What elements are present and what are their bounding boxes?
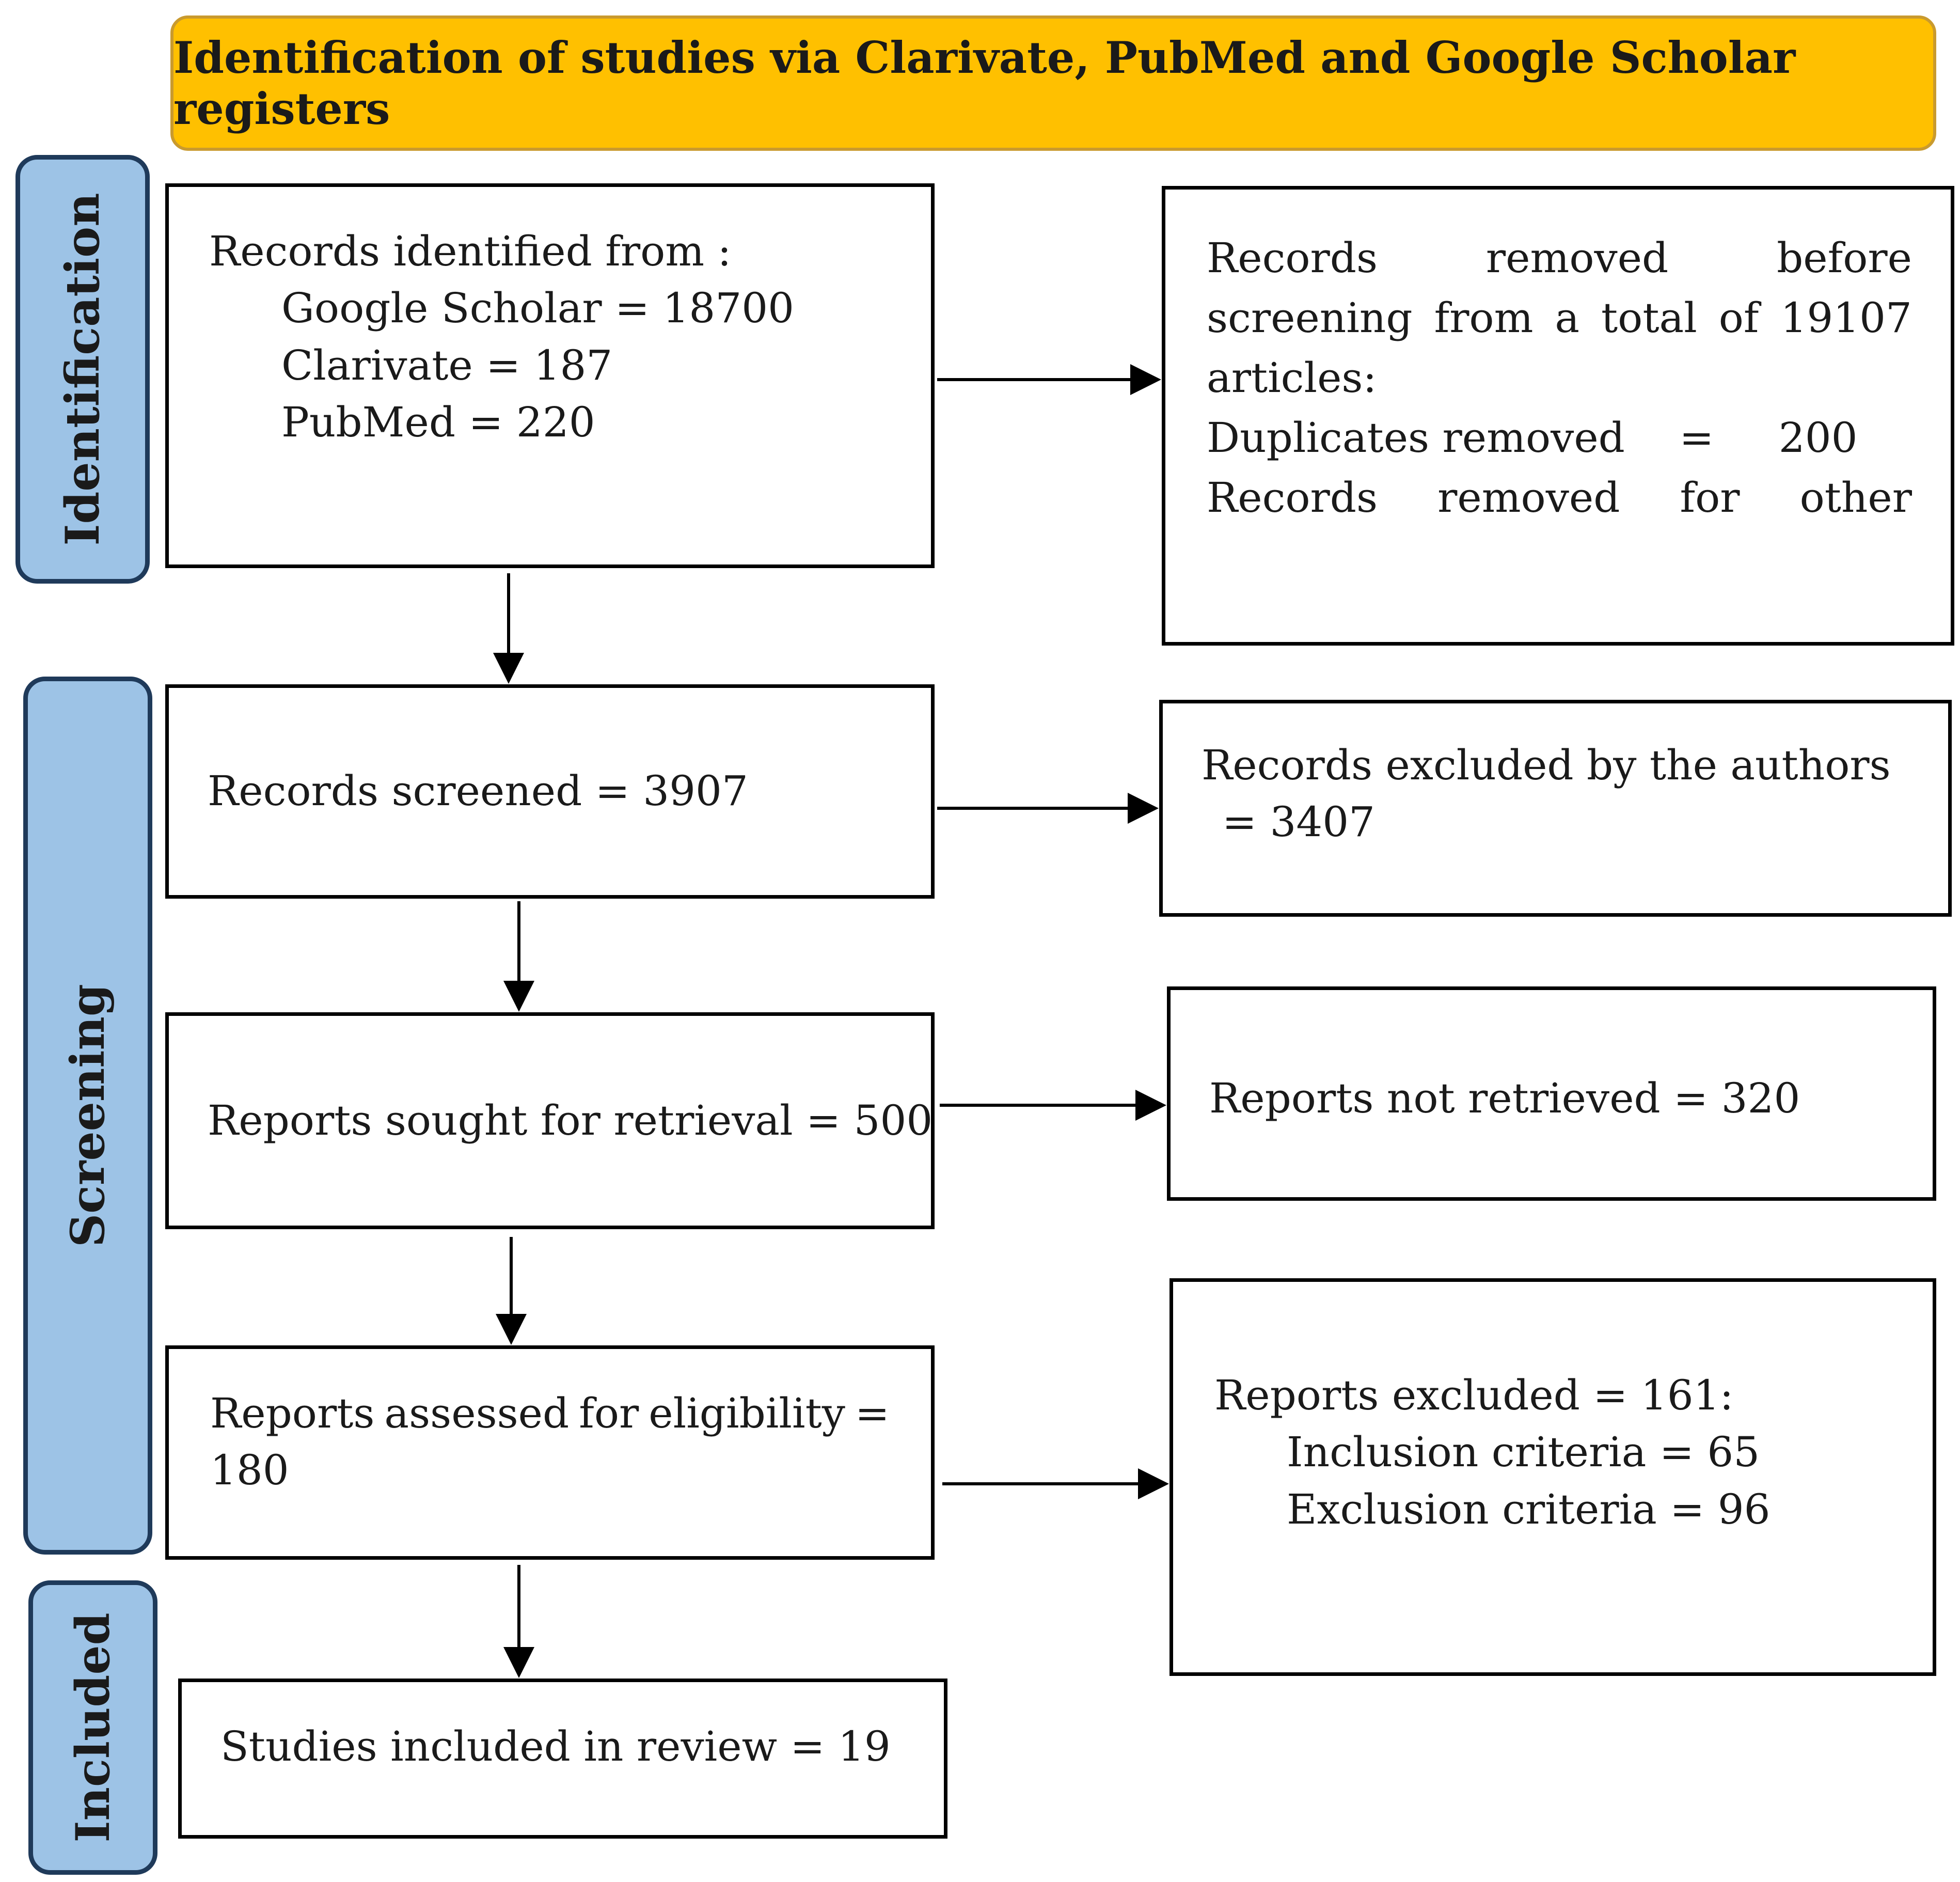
removed-word: removed bbox=[1485, 234, 1669, 282]
box-records-removed: Records removed before screening from a … bbox=[1162, 186, 1954, 646]
box-records-identified: Records identified from : Google Scholar… bbox=[165, 183, 935, 568]
assessed-line-2: 180 bbox=[210, 1446, 289, 1495]
assessed-word: for bbox=[579, 1389, 639, 1437]
phase-identification: Identification bbox=[15, 155, 150, 584]
removed-line-3: articles: bbox=[1207, 354, 1377, 402]
box-records-excluded-authors: Records excluded by the authors = 3407 bbox=[1159, 700, 1952, 917]
assessed-word: assessed bbox=[384, 1389, 570, 1437]
box-reports-assessed: Reports assessed for eligibility = 180 bbox=[165, 1345, 935, 1560]
box-records-screened: Records screened = 3907 bbox=[165, 684, 935, 899]
box-reports-excluded: Reports excluded = 161: Inclusion criter… bbox=[1169, 1278, 1936, 1676]
phase-screening: Screening bbox=[23, 677, 152, 1555]
removed-word: before bbox=[1777, 234, 1912, 282]
reports-excluded-heading: Reports excluded = 161: bbox=[1214, 1371, 1734, 1419]
sought-text: Reports sought for retrieval = 500 bbox=[208, 1096, 933, 1144]
duplicates-label: Duplicates removed bbox=[1207, 414, 1625, 462]
excluded-authors-line-1: Records excluded by the authors bbox=[1202, 741, 1891, 789]
screened-text: Records screened = 3907 bbox=[208, 767, 748, 815]
removed-line-1: Records removed before bbox=[1207, 228, 1912, 288]
identified-clarivate: Clarivate = 187 bbox=[281, 341, 613, 389]
reports-excluded-inclusion: Inclusion criteria = 65 bbox=[1287, 1428, 1760, 1477]
removed-word: for bbox=[1680, 474, 1740, 522]
removed-line-2: screening from a total of 19107 bbox=[1207, 288, 1912, 348]
included-text: Studies included in review = 19 bbox=[220, 1722, 891, 1770]
identified-google: Google Scholar = 18700 bbox=[281, 284, 795, 333]
duplicates-equals: = bbox=[1679, 414, 1714, 462]
removed-line-5: Records removed for other bbox=[1207, 468, 1912, 528]
phase-included: Included bbox=[28, 1580, 157, 1875]
removed-word: removed bbox=[1437, 474, 1620, 522]
identified-heading: Records identified from : bbox=[209, 227, 732, 275]
removed-word: other bbox=[1799, 474, 1912, 522]
not-retrieved-text: Reports not retrieved = 320 bbox=[1209, 1074, 1800, 1122]
duplicates-value: 200 bbox=[1778, 414, 1858, 462]
removed-word: of bbox=[1718, 294, 1759, 342]
reports-excluded-exclusion: Exclusion criteria = 96 bbox=[1287, 1485, 1771, 1533]
title-banner: Identification of studies via Clarivate,… bbox=[170, 15, 1936, 151]
removed-word: 19107 bbox=[1780, 294, 1912, 342]
removed-word: total bbox=[1601, 294, 1697, 342]
assessed-line-1: Reports assessed for eligibility = bbox=[210, 1385, 890, 1442]
assessed-word: eligibility bbox=[649, 1389, 845, 1437]
removed-word: Records bbox=[1207, 474, 1378, 522]
identified-pubmed: PubMed = 220 bbox=[281, 398, 595, 447]
box-studies-included: Studies included in review = 19 bbox=[178, 1679, 947, 1839]
assessed-word: = bbox=[855, 1389, 890, 1437]
box-reports-sought: Reports sought for retrieval = 500 bbox=[165, 1012, 935, 1229]
banner-title: Identification of studies via Clarivate,… bbox=[173, 32, 1796, 134]
removed-word: a bbox=[1555, 294, 1580, 342]
removed-line-4: Duplicates removed = 200 bbox=[1207, 408, 1912, 468]
removed-word: Records bbox=[1207, 234, 1378, 282]
removed-word: screening bbox=[1207, 294, 1413, 342]
excluded-authors-line-2: = 3407 bbox=[1222, 798, 1376, 846]
box-reports-not-retrieved: Reports not retrieved = 320 bbox=[1167, 986, 1936, 1201]
removed-word: from bbox=[1434, 294, 1534, 342]
assessed-word: Reports bbox=[210, 1389, 375, 1437]
